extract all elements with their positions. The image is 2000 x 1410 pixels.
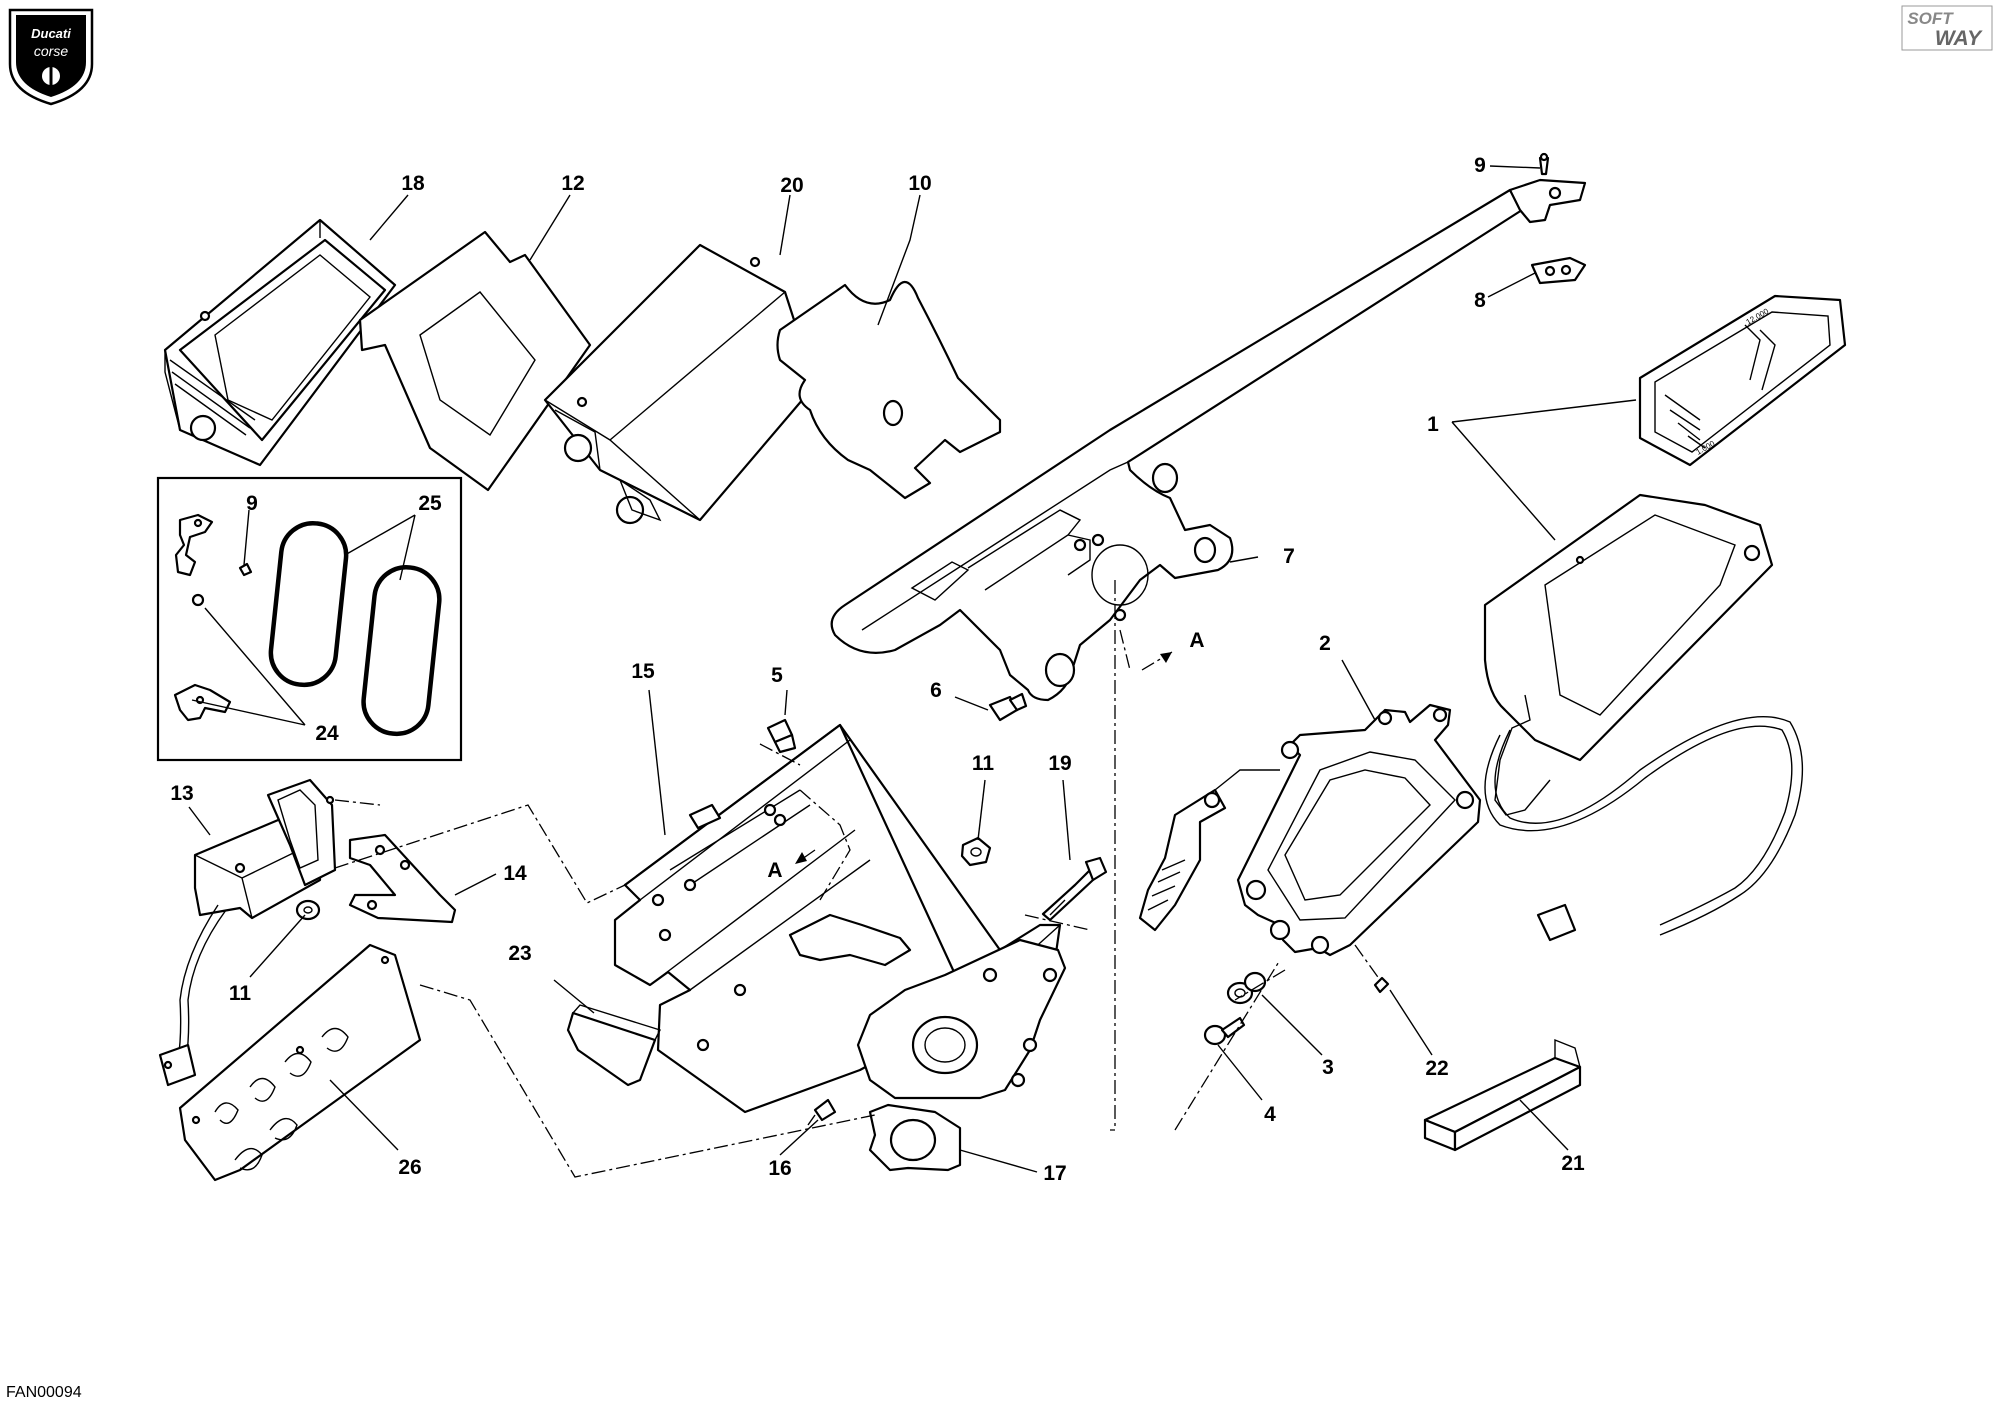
section-arrow-a-left: A [767,849,816,882]
part-15-tray [613,723,1067,1114]
callout-9-inset: 9 [246,492,258,515]
part-2-gasket-plate [1236,703,1482,957]
svg-text:Ducati: Ducati [31,26,71,41]
part-8-tab [1508,178,1587,285]
part-16-screw [807,1098,837,1126]
svg-text:A: A [767,859,782,882]
ducati-corse-logo: Ducati corse [8,8,94,106]
part-13-relay [158,778,337,1087]
callout-22: 22 [1425,1057,1448,1080]
callout-2: 2 [1319,632,1331,655]
callout-24: 24 [315,722,339,745]
part-11-nut-left [295,899,321,921]
callout-23: 23 [508,942,531,965]
callout-7: 7 [1283,545,1295,568]
callout-10: 10 [908,172,931,195]
multi-pin-connector [1138,769,1280,932]
part-21-foam-strip [1423,1038,1582,1152]
part-11-nut-center [960,836,992,867]
part-22-screw [1373,976,1390,994]
leader-lines [188,165,1637,1173]
part-26-strip [178,943,422,1182]
drawing-code: FAN00094 [6,1384,82,1401]
callout-4: 4 [1264,1103,1276,1126]
part-7-support-bracket [830,188,1524,702]
callout-6: 6 [930,679,942,702]
part-10-rubber-mount [776,280,1002,500]
callout-17: 17 [1043,1162,1066,1185]
callout-18: 18 [401,172,425,195]
part-1-instrument-cluster: 12.000 1.000 [1638,294,1847,467]
part-23-pad [566,1004,661,1087]
softway-watermark: SOFT WAY [1901,5,1993,51]
callout-9-top: 9 [1474,154,1486,177]
callout-14: 14 [503,862,527,885]
callout-25: 25 [418,492,442,515]
assembly-lines [334,580,1381,1178]
part-17-plate [868,1103,962,1172]
part-1-dash-housing [1483,493,1804,942]
callout-12: 12 [561,172,584,195]
svg-text:SOFT: SOFT [1907,9,1954,28]
part-4-screw [1203,1016,1246,1046]
part-19-bolt [1041,856,1108,922]
svg-text:corse: corse [34,43,68,59]
callout-3: 3 [1322,1056,1334,1079]
callout-11-left: 11 [229,982,252,1005]
inset-box [156,476,463,762]
callout-26: 26 [398,1156,421,1179]
part-6-screw [988,692,1028,722]
part-20-housing [543,243,817,525]
svg-text:A: A [1189,629,1204,652]
callout-11-center: 11 [972,752,995,775]
part-9-screw-top [1538,152,1550,176]
callout-1: 1 [1427,413,1439,436]
svg-text:WAY: WAY [1935,27,1983,50]
part-12-gasket [358,230,592,492]
section-arrow-a-right: A [1141,629,1205,671]
callout-20: 20 [780,174,803,197]
callout-21: 21 [1561,1152,1585,1175]
callout-8: 8 [1474,289,1486,312]
part-5-screw [766,718,797,754]
callout-19: 19 [1048,752,1071,775]
callout-16: 16 [768,1157,791,1180]
callout-13: 13 [170,782,193,805]
callout-5: 5 [771,664,783,687]
part-18-control-unit [163,218,397,467]
callout-15: 15 [631,660,655,683]
callout-labels: 1 2 3 4 5 6 7 8 9 9 10 11 11 12 13 14 15… [170,154,1585,1185]
part-3-grommet [1226,971,1267,1005]
part-14-bracket [348,833,457,924]
